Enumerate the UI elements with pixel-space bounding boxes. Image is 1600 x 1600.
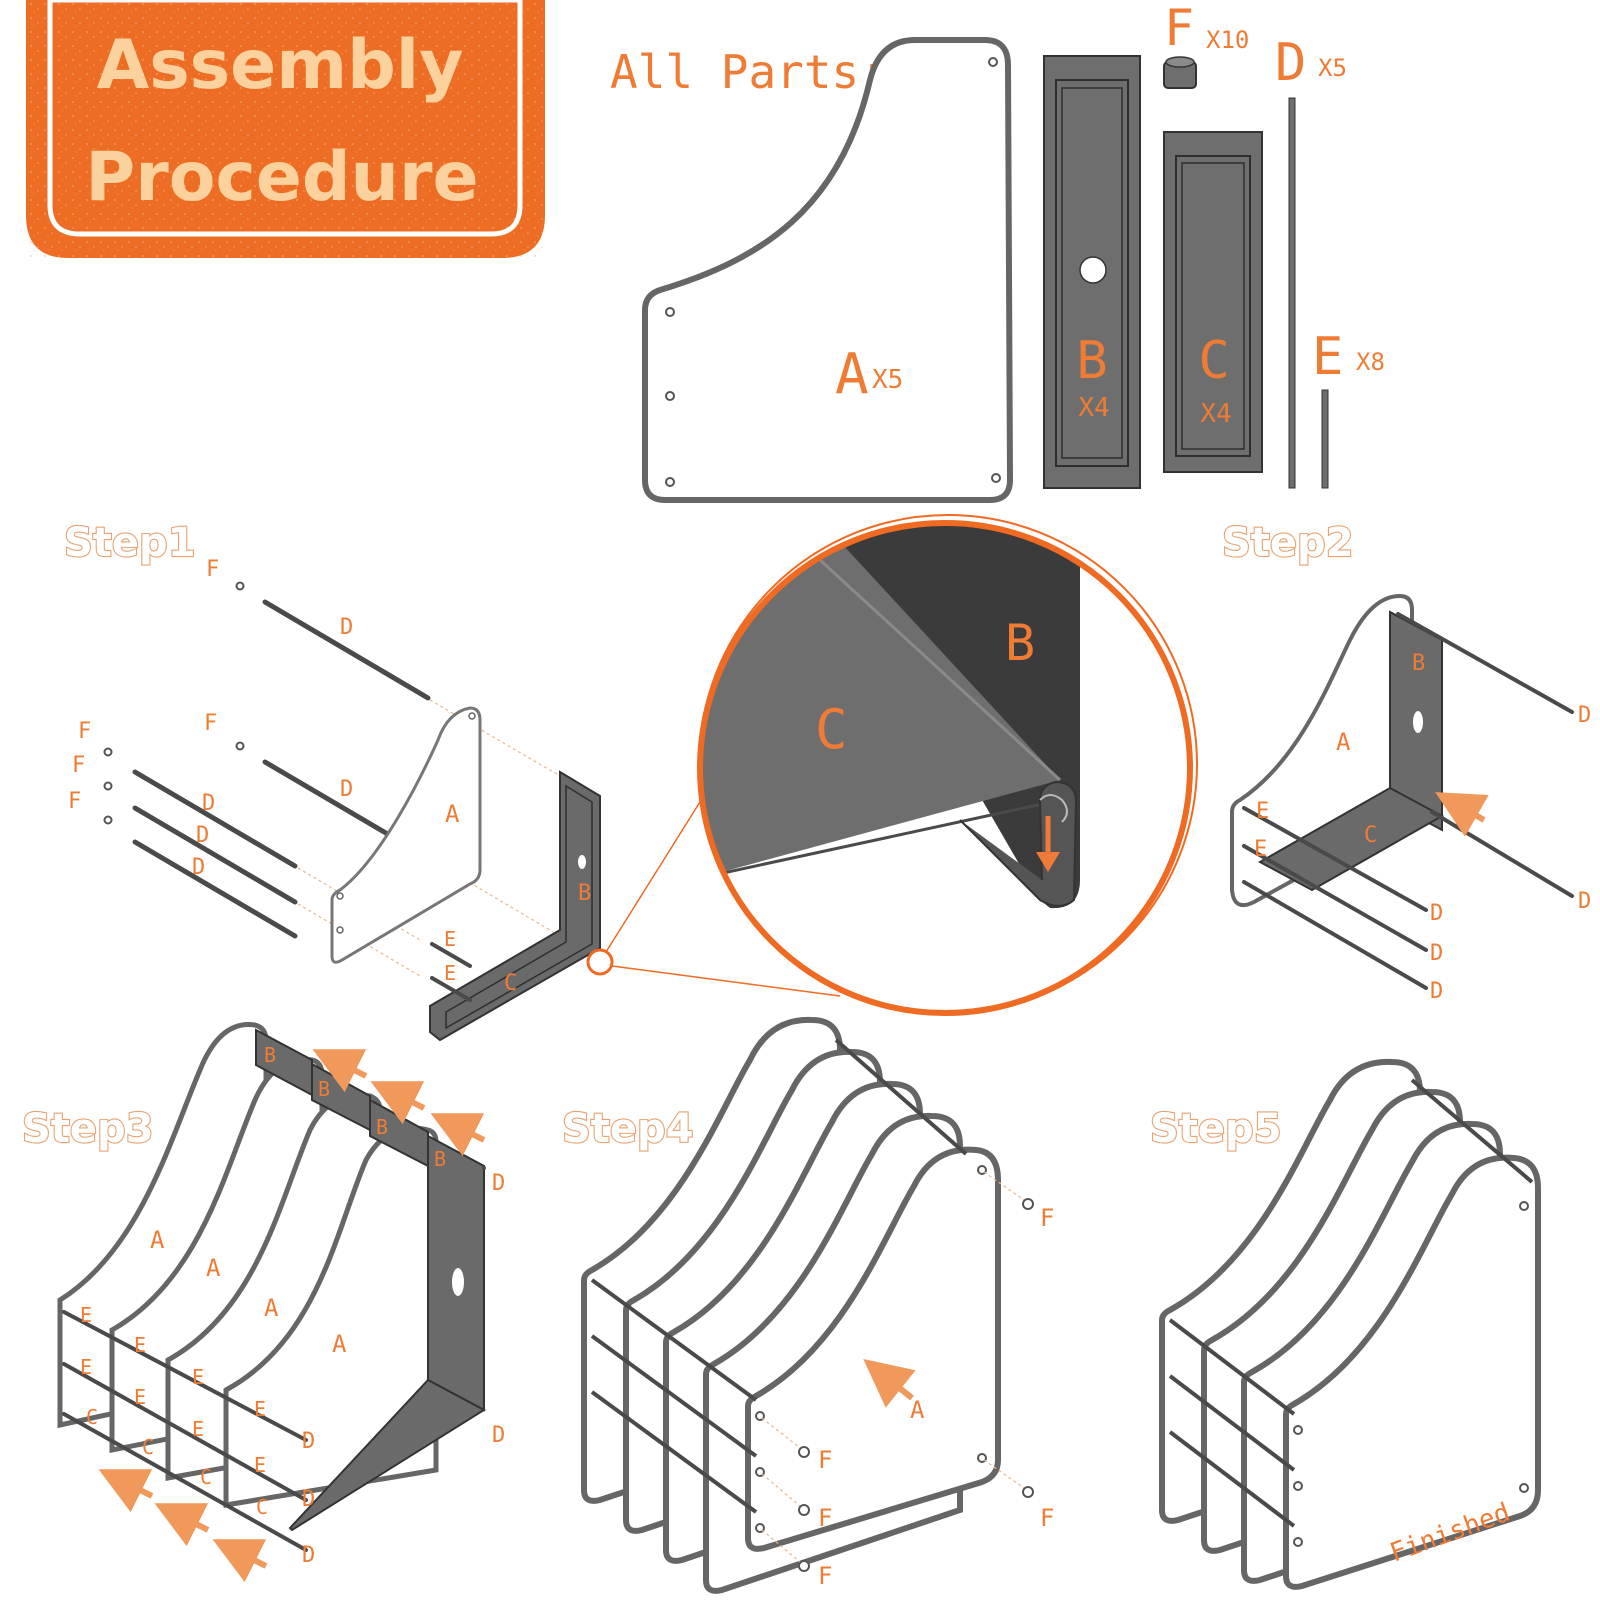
step3-label-d3: D [302,1429,315,1454]
step1-label-d2: D [340,777,353,802]
detail-label-b: B [1005,614,1035,672]
step1-label-d4: D [196,823,209,848]
step3-title: Step3 [22,1106,154,1152]
step1-label-f3: F [78,719,91,744]
title-line-1: Assembly [97,26,464,105]
step3-label-b4: B [434,1147,446,1171]
step2-label-a: A [1336,728,1351,756]
step3-label-e: E [80,1303,92,1327]
step2: Step2 A B C D D D D D E E [1221,519,1591,1004]
step1-label-f5: F [68,789,81,814]
step3-label-a: A [150,1226,165,1254]
step2-label-d3: D [1430,901,1443,926]
step2-title: Step2 [1222,520,1354,566]
step2-label-d: D [1578,703,1591,728]
title-badge: Assembly Procedure [26,0,545,258]
step1-title: Step1 [64,520,196,566]
step3-label-e2: E [80,1355,92,1379]
part-d: D X5 [1275,33,1347,489]
part-f-letter: F [1164,0,1194,57]
step3-label-d2: D [492,1423,505,1448]
step3-label-b: B [264,1043,276,1067]
part-d-qty: X5 [1318,54,1347,82]
step3-label-c3: C [200,1465,212,1489]
step1-label-a: A [445,800,460,828]
step3-label-b2: B [318,1077,330,1101]
step3-label-d5: D [302,1543,315,1568]
step3-label-a4: A [332,1330,347,1358]
step3-label-e6: E [192,1417,204,1441]
step4-label-a: A [910,1396,925,1424]
step3-label-c4: C [256,1495,268,1519]
step1-label-f: F [206,557,219,582]
step3-label-a3: A [264,1294,279,1322]
step3-label-b3: B [376,1115,388,1139]
part-f: F X10 [1163,0,1249,89]
step2-label-b: B [1412,651,1425,676]
part-a-qty: X5 [872,365,903,395]
step1-label-c: C [504,971,517,996]
step4-label-f5: F [1040,1504,1054,1532]
part-f-qty: X10 [1206,26,1249,54]
part-c-letter: C [1198,331,1229,391]
step1-label-b: B [578,881,591,906]
step3-label-d: D [492,1171,505,1196]
step1-label-f2: F [204,711,217,736]
detail-label-c: C [815,698,848,761]
detail-zoom: B C [697,514,1198,1016]
part-c-qty: X4 [1200,399,1231,429]
part-c: C X4 [1163,131,1263,473]
step1-label-d5: D [192,855,205,880]
step5: Step5 Finished [1149,1058,1541,1590]
step1-label-d3: D [202,791,215,816]
part-b-letter: B [1076,331,1107,391]
step2-label-c: C [1364,823,1377,848]
step4-title: Step4 [562,1106,694,1152]
step2-label-d2: D [1578,889,1591,914]
part-a-letter: A [835,342,869,407]
step5-title: Step5 [1150,1106,1282,1152]
step1-label-d: D [340,615,353,640]
step2-label-d4: D [1430,941,1443,966]
step3-label-d4: D [302,1487,315,1512]
step1: Step1 A B C [63,519,841,1042]
step4-label-f: F [1040,1204,1054,1232]
step2-label-e2: E [1254,837,1267,862]
step3: Step3 A A A A B B B B C [21,1022,505,1583]
step4-label-f2: F [818,1446,832,1474]
step3-label-e5: E [192,1365,204,1389]
step4-label-f3: F [818,1504,832,1532]
step4: Step4 F F F [561,1016,1054,1594]
step3-label-e4: E [134,1385,146,1409]
step1-label-f4: F [72,753,85,778]
part-b: B X4 [1043,55,1141,489]
part-e-letter: E [1312,327,1343,387]
part-e-qty: X8 [1356,348,1385,376]
step3-label-e7: E [254,1397,266,1421]
step3-label-e8: E [254,1453,266,1477]
title-line-2: Procedure [85,138,478,217]
part-a: A X5 [642,37,1014,503]
step3-label-c: C [86,1405,98,1429]
step3-label-a2: A [206,1254,221,1282]
step2-label-e: E [1256,799,1269,824]
part-e: E X8 [1312,327,1385,489]
all-parts-heading: All Parts: [610,45,887,99]
step1-label-e: E [444,927,456,951]
step3-label-e3: E [134,1333,146,1357]
all-parts-section: All Parts: A X5 B X4 C X4 [610,0,1385,503]
step3-label-c2: C [142,1435,154,1459]
part-b-qty: X4 [1078,393,1109,423]
part-d-letter: D [1275,33,1306,93]
step4-label-f4: F [818,1562,832,1590]
step1-label-e2: E [444,961,456,985]
step2-label-d5: D [1430,979,1443,1004]
